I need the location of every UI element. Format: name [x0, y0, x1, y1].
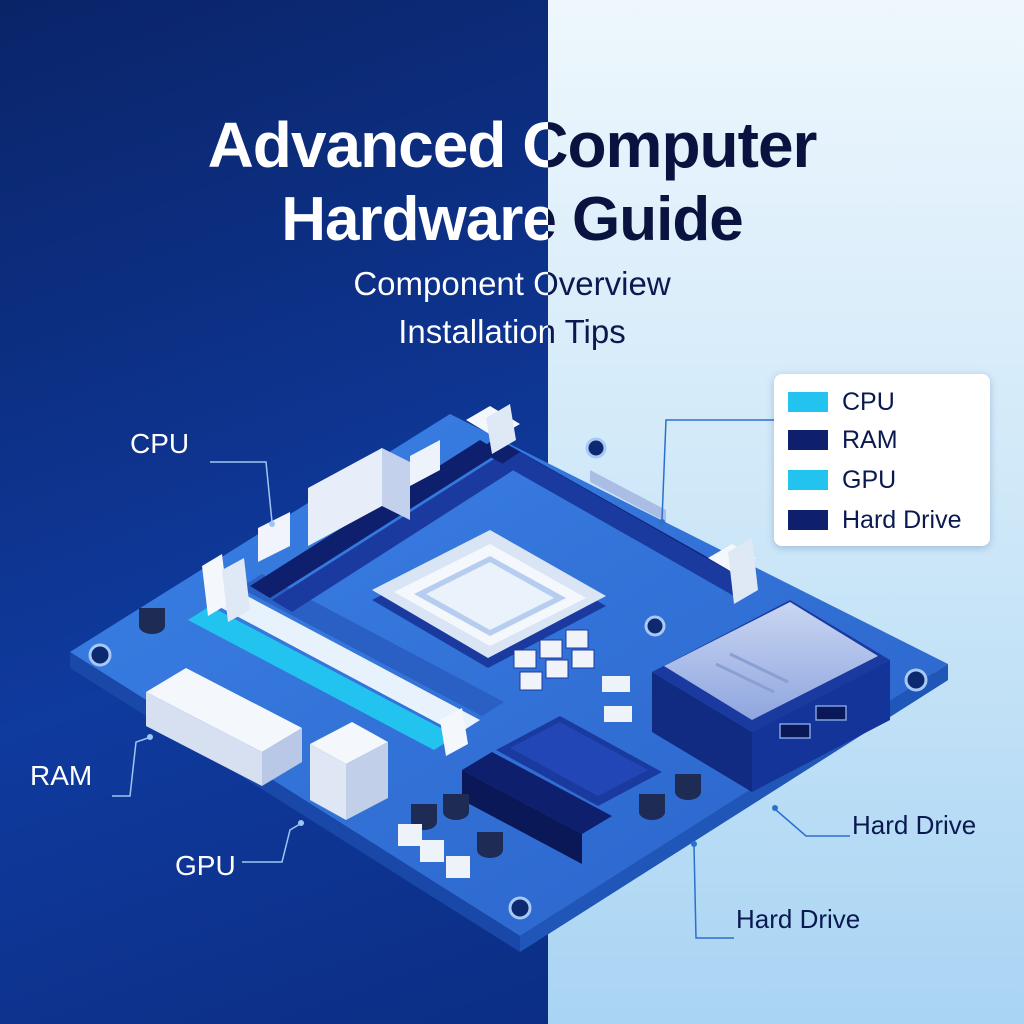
legend-swatch	[788, 392, 828, 412]
pcie-slot	[146, 668, 302, 786]
callout-hard-drive-1: Hard Drive	[852, 810, 977, 840]
small-components	[398, 676, 632, 878]
callout-cpu: CPU	[130, 428, 190, 459]
callout-gpu: GPU	[175, 850, 236, 881]
capacitors	[139, 608, 701, 858]
legend-swatch	[788, 470, 828, 490]
ram-slots-front	[188, 554, 504, 756]
legend-label: RAM	[842, 426, 898, 454]
connector-pins	[590, 470, 666, 522]
subtitle-line-1: Component Overview	[0, 265, 1024, 303]
hard-drive	[652, 600, 890, 792]
gpu-slot	[462, 716, 662, 864]
callout-ram: RAM	[30, 760, 93, 791]
cpu-socket	[372, 530, 606, 668]
legend-label: CPU	[842, 388, 895, 416]
ram-slots-back	[250, 404, 758, 612]
title-line-2: Hardware Guide	[0, 184, 1024, 255]
chipset-block	[310, 722, 388, 820]
legend-label: GPU	[842, 466, 897, 494]
legend-label: Hard Drive	[842, 506, 962, 534]
cpu-capacitors	[513, 629, 595, 691]
rear-io	[258, 440, 440, 562]
legend-swatch	[788, 510, 828, 530]
legend-box: CPU RAM GPU Hard Drive	[774, 374, 990, 546]
subtitle-line-2: Installation Tips	[0, 313, 1024, 351]
callout-hard-drive-2: Hard Drive	[736, 904, 861, 934]
legend-swatch	[788, 430, 828, 450]
title-line-1: Advanced Computer	[0, 108, 1024, 182]
callout-lines	[112, 419, 850, 939]
